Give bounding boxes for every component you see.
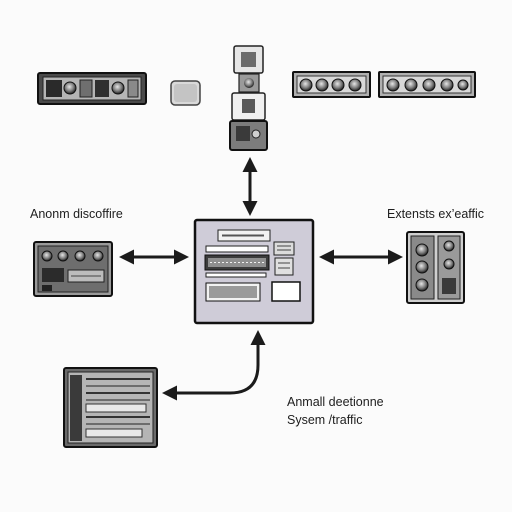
- right-node-label: Extensts ex’eaffic: [387, 207, 485, 221]
- left-node-label: Anonm discoffire: [30, 207, 123, 221]
- bottom-left-device-icon: [63, 367, 158, 448]
- right-device-icon: [406, 231, 465, 304]
- hub-to-bottom-left-arrow: [162, 330, 266, 401]
- top-stack-device-icon: [229, 45, 268, 151]
- top-right-device-two-icon: [378, 71, 476, 98]
- bottom-node-label-line-two: Sysem /traffic: [287, 413, 363, 427]
- top-right-device-one-icon: [292, 71, 371, 98]
- bottom-node-label-line-one: Anmall deetionne: [287, 395, 384, 409]
- top-left-rack-device-icon: [37, 72, 147, 105]
- central-hub-panel-icon: [193, 218, 315, 325]
- left-device-icon: [33, 241, 113, 297]
- small-key-icon: [170, 80, 201, 106]
